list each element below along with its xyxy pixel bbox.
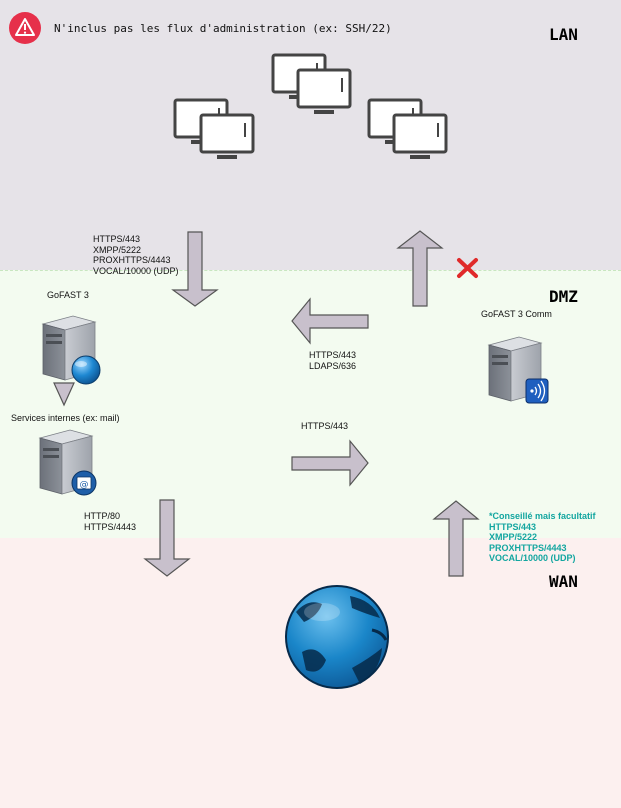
gofast3-label: GoFAST 3 [47,290,89,300]
flow-label: HTTPS/443 [93,234,141,244]
flow-label: PROXHTTPS/4443 [93,255,171,265]
optional-note: *Conseillé mais facultatif [489,511,596,521]
arrow-gofast3-to-comm [291,439,369,487]
arrow-wan-to-comm [432,500,480,577]
arrow-comm-to-gofast3 [291,297,369,345]
flow-label: HTTPS/443 [489,521,537,532]
lan-zone-label: LAN [549,25,578,44]
comm-to-gofast3-flows: HTTPS/443 LDAPS/636 [309,350,356,371]
flow-label: LDAPS/636 [309,360,357,371]
gofast3-to-comm-flows: HTTPS/443 [301,421,348,432]
flow-label: PROXHTTPS/4443 [489,542,567,553]
dmz-zone-label: DMZ [549,287,578,306]
dmz-to-wan-flows: HTTP/80 HTTPS/4443 [84,511,136,532]
svg-text:@: @ [80,480,89,490]
lan-to-dmz-flows: HTTPS/443 XMPP/5222 PROXHTTPS/4443 VOCAL… [93,234,179,276]
flow-label: HTTP/80 [84,511,121,521]
warning-icon [9,12,41,44]
arrow-comm-to-lan [396,230,444,307]
flow-label: VOCAL/10000 (UDP) [93,265,179,276]
arrow-dmz-to-wan [143,499,191,577]
wan-to-comm-flows: *Conseillé mais facultatif HTTPS/443 XMP… [489,511,596,564]
wan-zone-label: WAN [549,572,578,591]
lan-zone [0,0,621,271]
flow-label: HTTPS/443 [301,421,349,431]
flow-label: XMPP/5222 [93,244,142,255]
flow-label: VOCAL/10000 (UDP) [489,553,576,563]
blocked-cross-icon [457,258,478,278]
internet-globe-icon [285,585,389,689]
gofast3-comm-label: GoFAST 3 Comm [481,309,552,319]
internal-services-label: Services internes (ex: mail) [11,413,120,423]
arrow-lan-to-dmz [171,231,219,307]
flow-label: HTTPS/4443 [84,521,137,532]
gofast3-comm-server-icon [488,336,549,404]
internal-services-server-icon: @ [39,429,97,496]
gofast3-server-icon [42,315,101,385]
warning-note: N'inclus pas les flux d'administration (… [54,22,392,35]
flow-label: XMPP/5222 [489,532,538,542]
flow-label: HTTPS/443 [309,350,357,360]
arrow-gofast3-to-services [53,382,75,407]
